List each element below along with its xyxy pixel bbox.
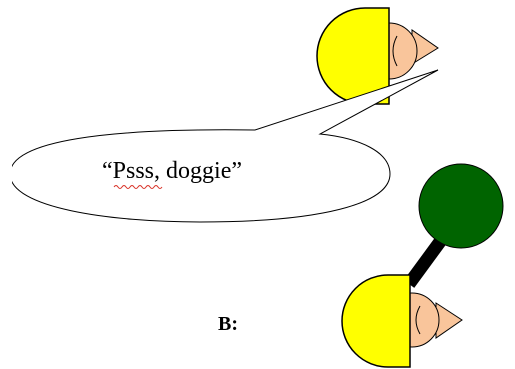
- stick: [403, 235, 448, 288]
- speech-bubble: [9, 69, 439, 223]
- speech-bubble-text: “Psss, doggie”: [102, 158, 242, 184]
- top-character-head: [316, 7, 439, 105]
- bottom-character-nose-icon: [435, 302, 463, 339]
- bubble-left-clip: [0, 140, 12, 210]
- bottom-character-head: [341, 274, 463, 368]
- bottom-character-ear-icon: [415, 305, 421, 335]
- panel-label: B:: [218, 313, 238, 335]
- top-character-ear-icon: [392, 35, 398, 67]
- green-ball: [418, 163, 504, 249]
- spellcheck-underline: [113, 185, 163, 189]
- bottom-character-hair: [341, 274, 411, 368]
